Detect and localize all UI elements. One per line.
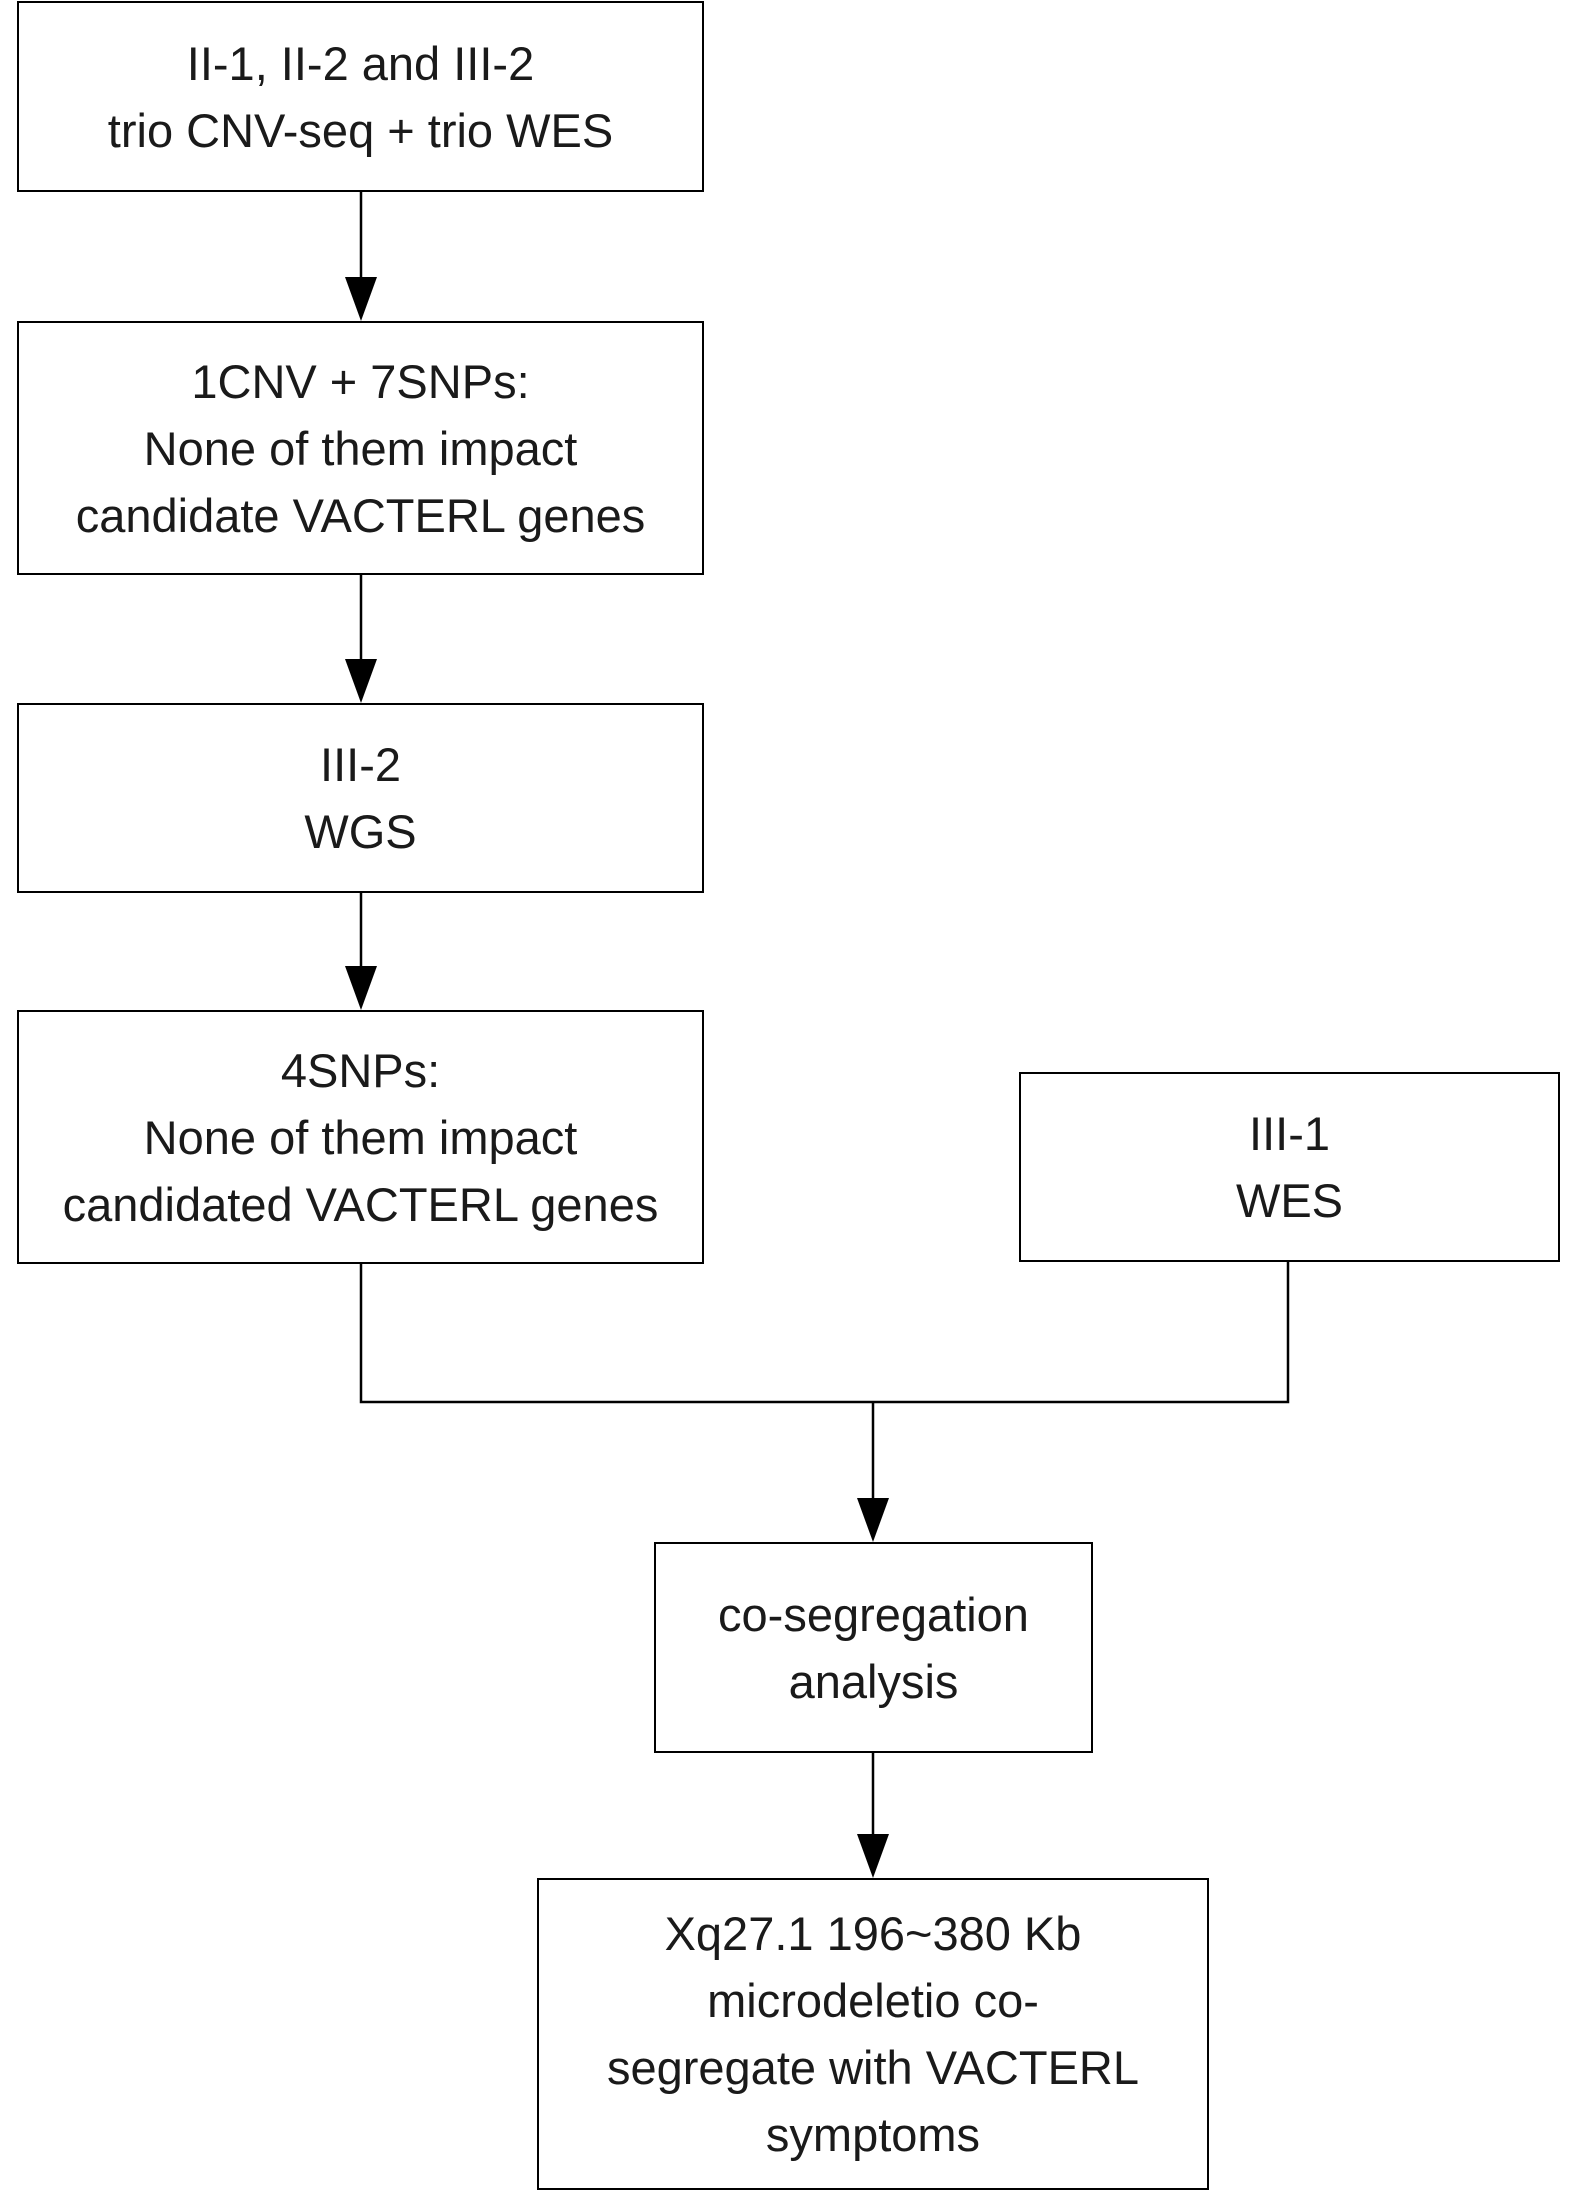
node-label-line: co-segregation xyxy=(718,1587,1029,1641)
arrowhead-wgs-findings xyxy=(345,966,377,1010)
node-label-line: microdeletio co- xyxy=(707,1974,1039,2027)
node-label-line: 1CNV + 7SNPs: xyxy=(191,354,530,408)
node-cosegregation: co-segregation analysis xyxy=(654,1542,1093,1753)
node-label-line: III-2 xyxy=(320,738,401,791)
arrowhead-cosegregation xyxy=(857,1498,889,1542)
node-trio-sequencing: II-1, II-2 and III-2 trio CNV-seq + trio… xyxy=(17,1,704,192)
node-wgs-findings: 4SNPs: None of them impact candidated VA… xyxy=(17,1010,704,1264)
node-result: Xq27.1 196~380 Kb microdeletio co- segre… xyxy=(537,1878,1209,2190)
node-label-line: candidate VACTERL genes xyxy=(75,488,646,542)
node-label-line: segregate with VACTERL xyxy=(606,2041,1140,2094)
node-label-line: None of them impact xyxy=(143,421,578,475)
node-wgs: III-2 WGS xyxy=(17,703,704,893)
arrowhead-trio-findings xyxy=(345,277,377,321)
node-label-line: candidated VACTERL genes xyxy=(62,1177,659,1231)
edge-wgs-findings-to-merge xyxy=(359,1264,873,1404)
node-label-line: symptoms xyxy=(765,2108,981,2161)
node-label-line: III-1 xyxy=(1249,1107,1330,1160)
node-label-line: WGS xyxy=(304,805,417,858)
edge-wes-iii1-to-merge xyxy=(873,1262,1290,1404)
node-label-line: WES xyxy=(1235,1174,1344,1227)
node-label-line: Xq27.1 196~380 Kb xyxy=(664,1907,1082,1960)
arrowhead-wgs xyxy=(345,659,377,703)
node-label-line: 4SNPs: xyxy=(280,1043,441,1097)
node-label-line: trio CNV-seq + trio WES xyxy=(107,103,614,157)
node-trio-findings: 1CNV + 7SNPs: None of them impact candid… xyxy=(17,321,704,575)
node-label-line: II-1, II-2 and III-2 xyxy=(186,36,535,90)
node-label-line: analysis xyxy=(788,1654,959,1708)
node-label-line: None of them impact xyxy=(143,1110,578,1164)
arrowhead-result xyxy=(857,1834,889,1878)
node-wes-iii1: III-1 WES xyxy=(1019,1072,1560,1262)
